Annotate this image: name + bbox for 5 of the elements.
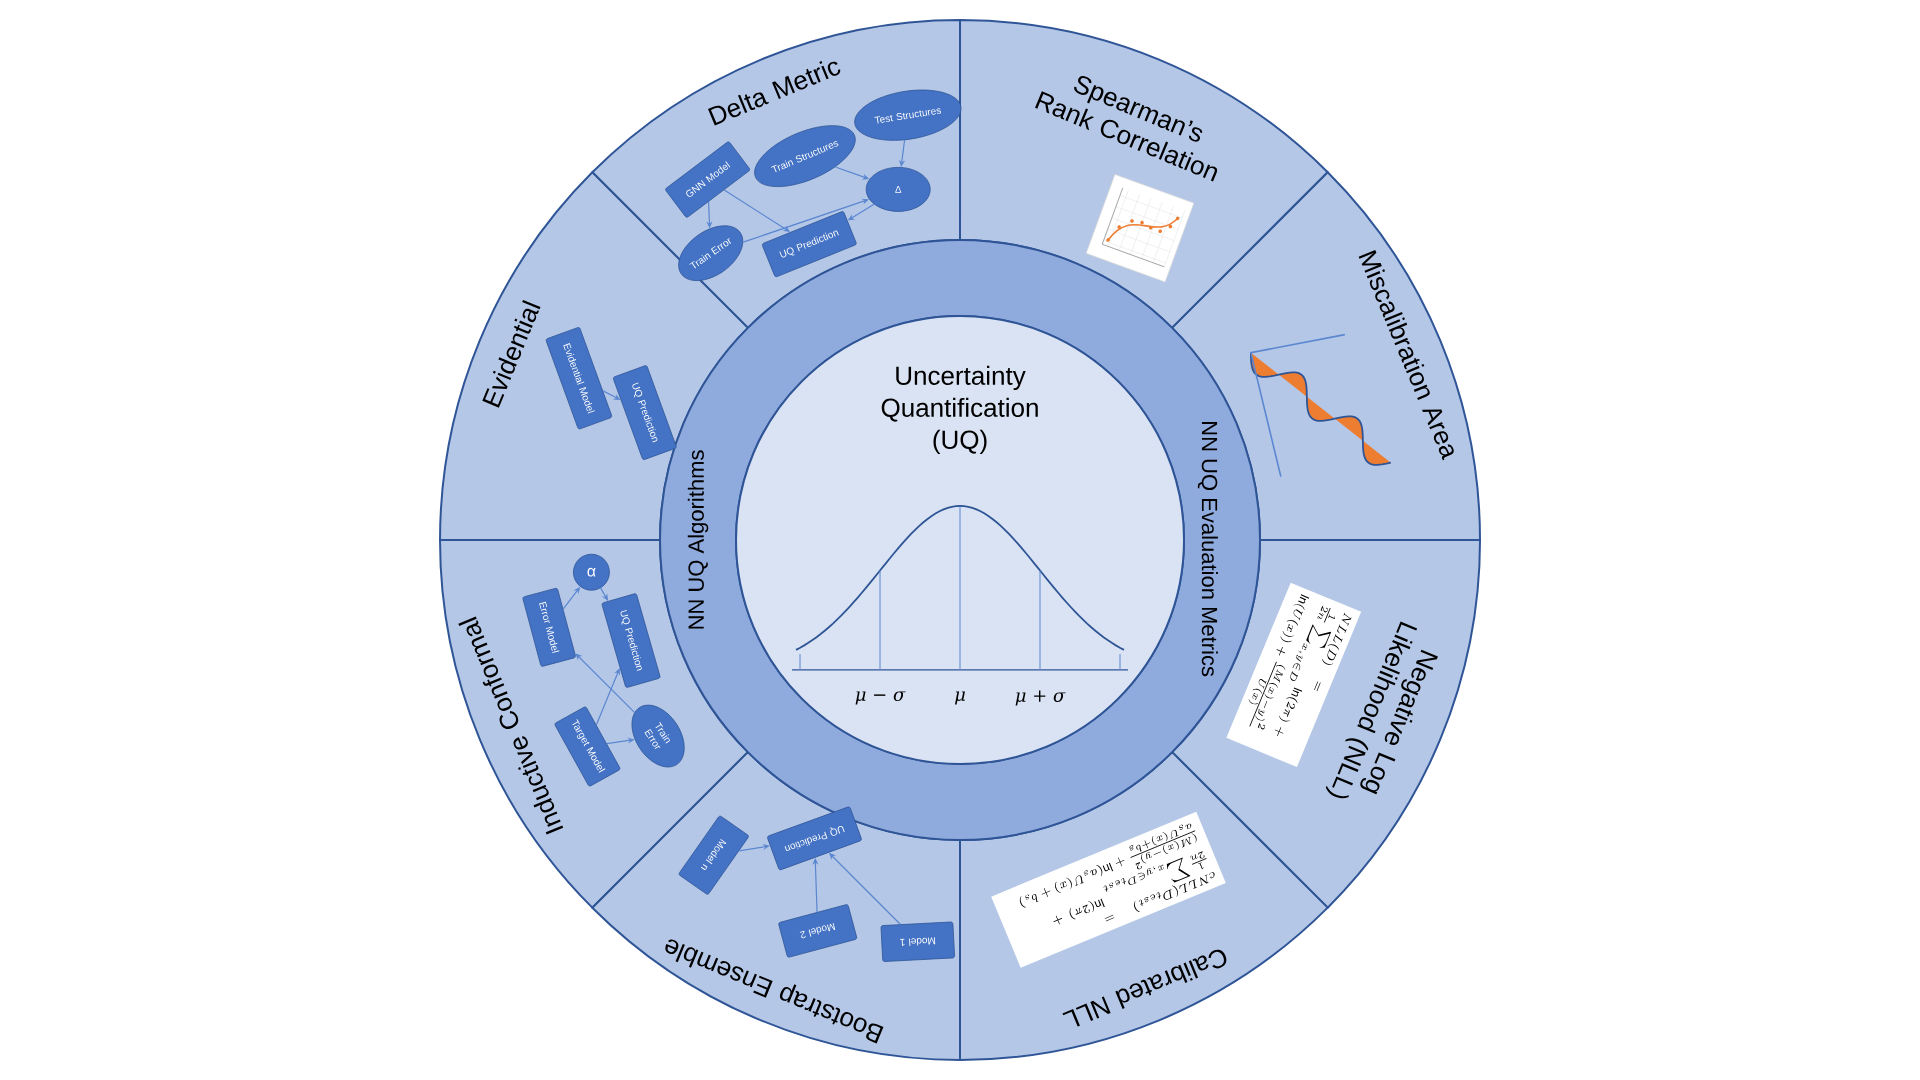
axis-label: μ − σ <box>855 691 906 705</box>
arrow <box>575 653 636 714</box>
arrow <box>738 843 770 852</box>
axis-label: μ <box>955 691 965 705</box>
axis-label: μ + σ <box>1015 690 1066 706</box>
